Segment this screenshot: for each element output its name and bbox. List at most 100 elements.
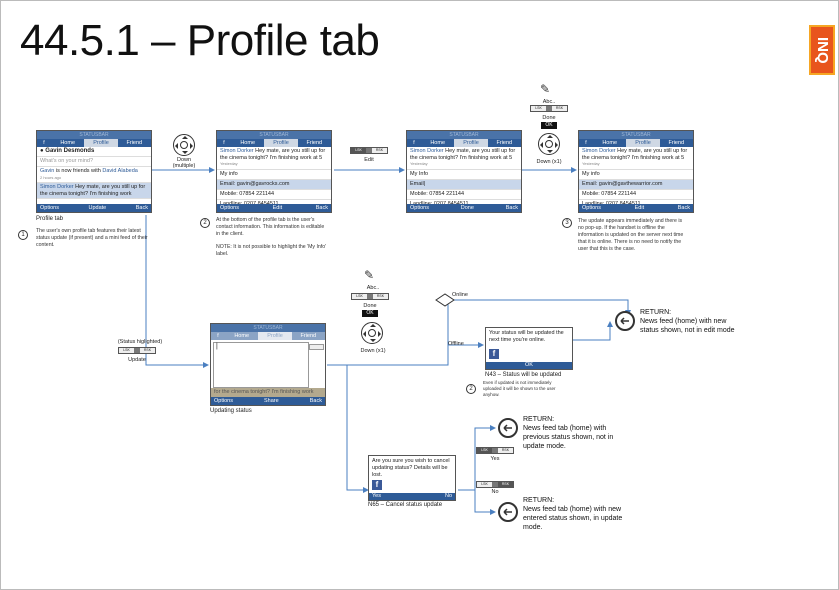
options-softkey[interactable]: Options <box>214 398 233 404</box>
step-number: 1 <box>18 230 28 240</box>
edit-softkey[interactable]: Edit <box>634 205 645 211</box>
offline-label: Offline <box>448 341 464 347</box>
back-softkey[interactable]: Back <box>309 398 322 404</box>
back-softkey[interactable]: Back <box>677 205 690 211</box>
no-button[interactable]: No <box>444 493 452 499</box>
return-description: RETURN:News feed tab (home) with new ent… <box>523 497 623 531</box>
dialog-message: Your status will be updated the next tim… <box>489 330 564 343</box>
updating-status-screen: STATUSBAR f Home Profile Friend | for th… <box>210 323 326 406</box>
profile-info-screen: STATUSBAR f Home Profile Friend Simon Do… <box>216 130 332 213</box>
tab-profile[interactable]: Profile <box>264 139 298 147</box>
tab-friend[interactable]: Friend <box>668 140 685 146</box>
email-field[interactable]: Email| <box>407 179 521 190</box>
online-label: Online <box>452 292 468 298</box>
note: Even if updated is not immediately uploa… <box>483 380 556 397</box>
note: The user's own profile tab features thei… <box>36 228 148 248</box>
return-icon <box>498 418 518 438</box>
statusbar: STATUSBAR <box>211 324 325 332</box>
step-number: 2 <box>200 218 210 228</box>
tab-friend[interactable]: Friend <box>300 333 317 339</box>
step-number: 2 <box>466 384 476 394</box>
options-softkey[interactable]: Options <box>410 205 429 211</box>
status-input[interactable]: What's on your mind? <box>37 157 151 167</box>
tab-home[interactable]: Home <box>240 140 255 146</box>
return-icon <box>615 311 635 331</box>
tab-bar: f Home Profile Friend <box>37 139 151 147</box>
options-softkey[interactable]: Options <box>582 205 601 211</box>
tab-home[interactable]: Home <box>430 140 445 146</box>
tab-friend[interactable]: Friend <box>306 140 323 146</box>
tab-profile[interactable]: Profile <box>258 332 292 340</box>
status-text-area[interactable]: | <box>213 342 309 388</box>
done-label: Done <box>542 115 556 121</box>
my-info-label: My info <box>217 170 331 180</box>
feed-item: Simon Dorker Hey mate, are you still up … <box>407 147 521 170</box>
nav-key-icon <box>173 134 195 156</box>
tab-profile[interactable]: Profile <box>84 139 118 147</box>
pencil-icon: ✎ <box>364 268 375 282</box>
edit-label: Edit <box>364 157 374 163</box>
pencil-icon: ✎ <box>540 82 551 96</box>
email-field[interactable]: Email: gavin@gavthewarrior.com <box>579 179 693 190</box>
mobile-field[interactable]: Mobile: 07854 221144 <box>217 190 331 200</box>
tab-profile[interactable]: Profile <box>626 139 660 147</box>
edit-softkey[interactable]: Edit <box>272 205 283 211</box>
inq-logo: INQ <box>809 25 835 75</box>
note: The update appears immediately and there… <box>578 218 684 252</box>
feed-item[interactable]: Simon Dorker Hey mate, are you still up … <box>37 183 151 199</box>
softkey-bar: Options Share Back <box>211 397 325 405</box>
tab-home[interactable]: Home <box>60 140 75 146</box>
facebook-icon: f <box>585 140 587 146</box>
done-softkey[interactable]: Done <box>460 205 474 211</box>
mobile-field[interactable]: Mobile: 07854 221144 <box>407 190 521 200</box>
softkey-bar: Options Edit Back <box>217 204 331 212</box>
tab-friend[interactable]: Friend <box>126 140 143 146</box>
mobile-field[interactable]: Mobile: 07854 221144 <box>579 190 693 200</box>
page-title: 44.5.1 – Profile tab <box>20 16 380 65</box>
update-softkey[interactable]: Update <box>88 205 107 211</box>
options-softkey[interactable]: Options <box>40 205 59 211</box>
feed-item: Simon Dorker Hey mate, are you still up … <box>579 147 693 170</box>
tab-profile[interactable]: Profile <box>454 139 488 147</box>
tab-bar: f Home Profile Friend <box>217 139 331 147</box>
back-softkey[interactable]: Back <box>505 205 518 211</box>
profile-tab-screen: STATUSBAR f Home Profile Friend ● Gavin … <box>36 130 152 213</box>
dialog-caption: N65 – Cancel status update <box>368 502 443 508</box>
profile-name: ● Gavin Desmonds <box>37 147 151 157</box>
step-number: 3 <box>562 218 572 228</box>
facebook-icon: f <box>217 333 219 339</box>
tab-bar: f Home Profile Friend <box>211 332 325 340</box>
tab-friend[interactable]: Friend <box>496 140 513 146</box>
n65-dialog: Are you sure you wish to cancel updating… <box>368 455 456 501</box>
facebook-icon: f <box>489 349 499 359</box>
my-info-label: My Info <box>407 170 521 180</box>
screen-caption: Updating status <box>210 408 252 414</box>
return-description: RETURN:News feed (home) with new status … <box>640 309 735 334</box>
return-icon <box>498 502 518 522</box>
screen-caption: Profile tab <box>36 216 64 222</box>
tab-home[interactable]: Home <box>234 333 249 339</box>
facebook-icon: f <box>372 480 382 490</box>
dialog-caption: N43 – Status will be updated <box>485 372 562 378</box>
note: At the bottom of the profile tab is the … <box>216 217 327 257</box>
options-softkey[interactable]: Options <box>220 205 239 211</box>
ok-button[interactable]: OK <box>486 362 572 369</box>
back-softkey[interactable]: Back <box>315 205 328 211</box>
yes-button[interactable]: Yes <box>372 493 381 499</box>
nav-label: Down(multiple) <box>172 157 196 169</box>
profile-edit-screen: STATUSBAR f Home Profile Friend Simon Do… <box>406 130 522 213</box>
feed-item: Simon Dorker Hey mate, are you still up … <box>217 147 331 170</box>
n43-dialog: Your status will be updated the next tim… <box>485 327 573 370</box>
ok-key: OK <box>541 122 557 129</box>
back-softkey[interactable]: Back <box>135 205 148 211</box>
nav-key-icon <box>361 322 383 344</box>
tab-home[interactable]: Home <box>602 140 617 146</box>
share-softkey[interactable]: Share <box>264 398 279 404</box>
status-highlighted-label: (Status higlighted) <box>117 339 163 345</box>
email-field[interactable]: Email: gavin@gavrocks.com <box>217 179 331 190</box>
